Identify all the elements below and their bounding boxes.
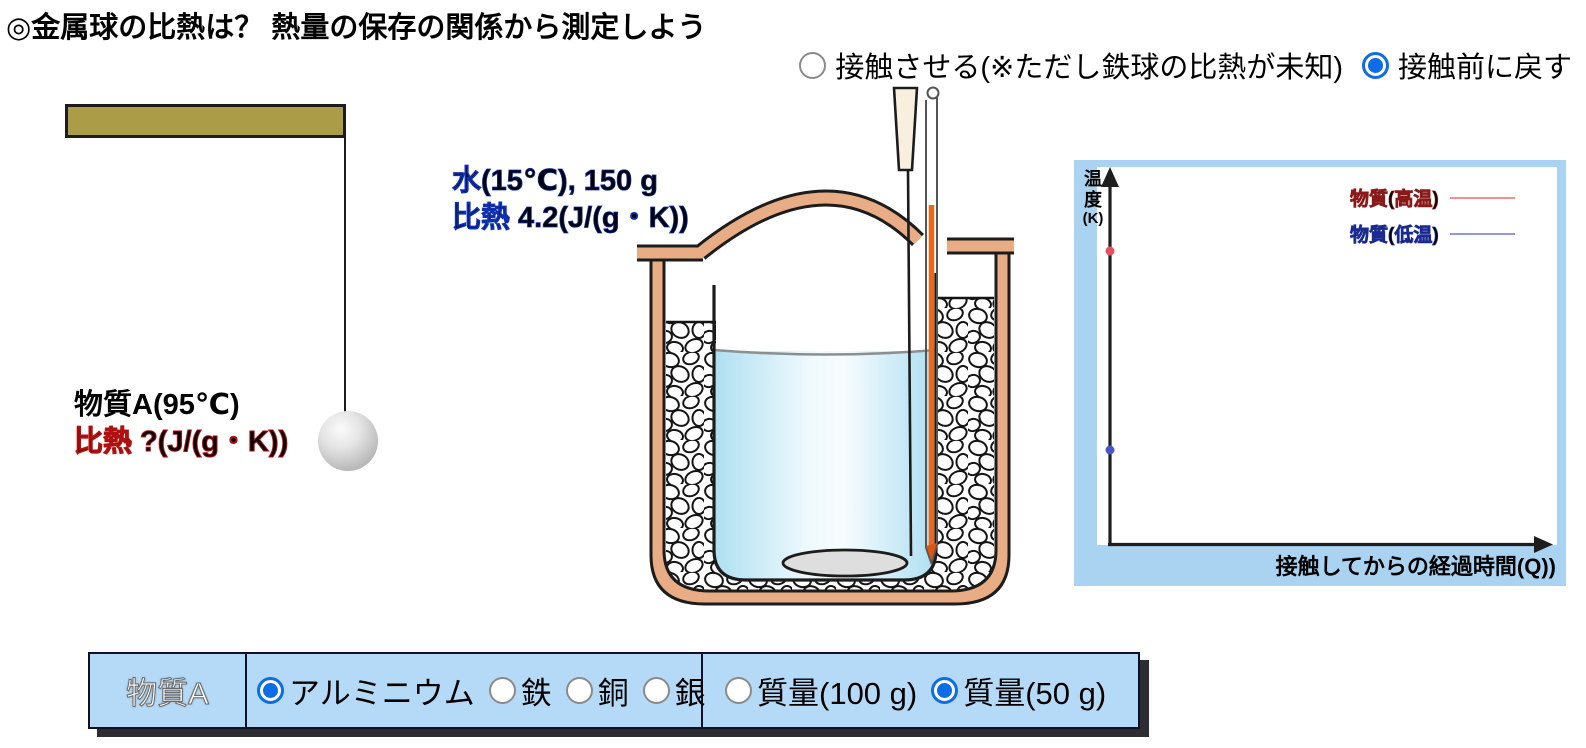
mass-50g-radio[interactable]	[931, 677, 959, 704]
pot-lid	[637, 189, 1014, 262]
plot-area	[1097, 167, 1557, 545]
reset-radio-label[interactable]: 接触前に戻す	[1397, 52, 1572, 84]
mass-100g-label[interactable]: 質量(100 g)	[757, 676, 918, 711]
substance-control-panel: 物質A アルミニウム 鉄 銅 銀 質量(100 g) 質量(50 g)	[88, 652, 1140, 729]
mode-radio-group: 接触させる(※ただし鉄球の比熱が未知) 接触前に戻す	[799, 44, 1582, 86]
thermometer	[925, 86, 940, 565]
aluminum-label[interactable]: アルミニウム	[289, 676, 475, 711]
aluminum-radio[interactable]	[257, 677, 284, 704]
metal-dish	[781, 548, 909, 578]
metal-ball[interactable]	[318, 411, 378, 471]
hot-start-dot	[1105, 246, 1115, 256]
legend-cold-line-swatch	[1449, 232, 1515, 235]
contact-radio[interactable]	[799, 51, 827, 79]
pendulum-support-beam	[65, 104, 346, 138]
silver-label[interactable]: 銀	[674, 676, 706, 711]
iron-label[interactable]: 鉄	[520, 676, 552, 711]
beaker-glass	[712, 273, 938, 582]
copper-label[interactable]: 銅	[597, 676, 629, 711]
substance-option-aluminum[interactable]: アルミニウム	[257, 668, 475, 713]
legend-hot: 物質(高温)	[1350, 184, 1515, 211]
reset-radio[interactable]	[1361, 51, 1389, 79]
calorimeter-illustration	[637, 86, 1014, 606]
legend-hot-line-swatch	[1449, 196, 1515, 199]
pendulum-string	[344, 137, 346, 413]
copper-radio[interactable]	[565, 677, 593, 704]
substance-option-copper[interactable]: 銅	[565, 668, 629, 713]
substance-option-silver[interactable]: 銀	[642, 668, 706, 713]
y-axis-arrow	[1101, 167, 1119, 187]
legend-cold-label: 物質(低温)	[1350, 225, 1439, 247]
mass-50g-label[interactable]: 質量(50 g)	[963, 676, 1107, 711]
substance-a-label: 物質A(95℃)	[74, 389, 240, 421]
mass-option-50g[interactable]: 質量(50 g)	[931, 668, 1106, 713]
page-title: ◎金属球の比熱は？ 熱量の保存の関係から測定しよう	[6, 12, 707, 44]
x-axis-arrow	[1534, 536, 1553, 553]
contact-radio-label[interactable]: 接触させる(※ただし鉄球の比熱が未知)	[835, 52, 1343, 84]
graph-axes	[1101, 167, 1553, 553]
mass-option-100g[interactable]: 質量(100 g)	[725, 668, 917, 713]
substance-radio-group: アルミニウム 鉄 銅 銀	[247, 654, 706, 727]
mass-radio-group: 質量(100 g) 質量(50 g)	[703, 654, 1138, 727]
water-specific-heat-label: 比熱 4.2(J/(g・K))	[452, 202, 690, 234]
cold-start-dot	[1105, 445, 1115, 455]
control-panel-row-label: 物質A	[90, 654, 247, 727]
y-axis-label: 温 度 (K)	[1082, 169, 1104, 228]
thermometer-tip	[926, 543, 937, 565]
legend-hot-label: 物質(高温)	[1350, 189, 1439, 211]
legend-cold: 物質(低温)	[1350, 220, 1515, 247]
water-label: 水(15℃), 150 g	[452, 165, 659, 197]
silver-radio[interactable]	[642, 677, 670, 704]
iron-radio[interactable]	[488, 677, 516, 704]
stirrer	[892, 86, 919, 557]
substance-a-specific-heat-label: 比熱 ?(J/(g・K))	[73, 426, 289, 458]
mass-100g-radio[interactable]	[725, 677, 752, 704]
water	[714, 351, 936, 580]
x-axis-label: 接触してからの経過時間(Q))	[1275, 554, 1556, 579]
substance-option-iron[interactable]: 鉄	[488, 668, 552, 713]
temperature-graph-panel: 温 度 (K) 物質(高温) 物質(低温) 接触してからの経過時間(Q))	[1074, 160, 1566, 586]
